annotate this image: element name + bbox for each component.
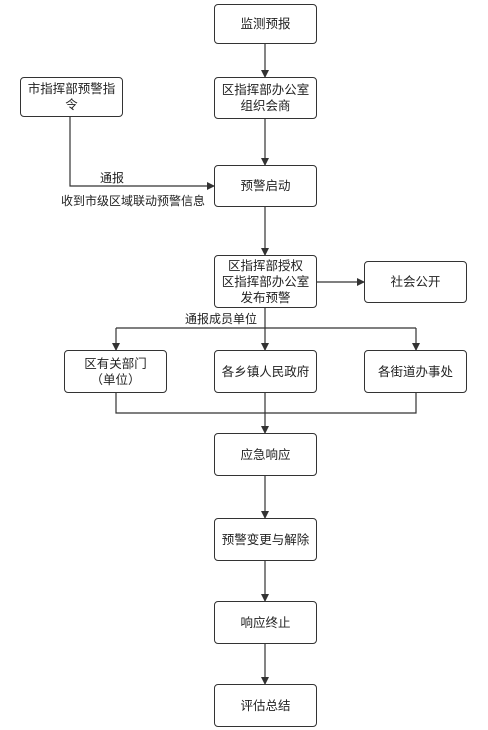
label-receive-city: 收到市级区域联动预警信息 <box>61 194 206 208</box>
node-warning-start: 预警启动 <box>214 165 317 207</box>
node-label: 应急响应 <box>240 446 291 462</box>
node-label: 社会公开 <box>390 274 441 289</box>
node-label: 区指挥部授权 区指挥部办公室 发布预警 <box>221 257 310 305</box>
node-district-publish: 区指挥部授权 区指挥部办公室 发布预警 <box>214 255 317 308</box>
node-street-offices: 各街道办事处 <box>364 350 467 393</box>
node-emergency-response: 应急响应 <box>214 433 317 476</box>
node-label: 市指挥部预警指 令 <box>27 81 116 112</box>
node-label: 监测预报 <box>240 16 291 31</box>
node-label: 区有关部门 （单位） <box>84 355 147 387</box>
node-city-command: 市指挥部预警指 令 <box>20 77 123 117</box>
label-notify: 通报 <box>100 171 125 185</box>
node-label: 预警变更与解除 <box>221 531 310 547</box>
node-response-end: 响应终止 <box>214 601 317 644</box>
merge-left <box>115 393 265 414</box>
node-warning-change: 预警变更与解除 <box>214 518 317 561</box>
node-district-departments: 区有关部门 （单位） <box>64 350 167 393</box>
node-label: 评估总结 <box>240 697 291 713</box>
node-evaluation: 评估总结 <box>214 684 317 727</box>
node-label: 各乡镇人民政府 <box>221 363 310 379</box>
node-town-governments: 各乡镇人民政府 <box>214 350 317 393</box>
label-notify-members: 通报成员单位 <box>185 312 258 326</box>
node-label: 各街道办事处 <box>377 363 453 379</box>
node-public: 社会公开 <box>364 261 467 303</box>
node-monitor: 监测预报 <box>214 4 317 44</box>
merge-right <box>265 393 417 414</box>
node-label: 区指挥部办公室 组织会商 <box>221 82 310 113</box>
node-label: 响应终止 <box>240 614 291 630</box>
node-district-office-meeting: 区指挥部办公室 组织会商 <box>214 77 317 119</box>
edge-city-to-start <box>69 117 215 190</box>
node-label: 预警启动 <box>240 178 291 193</box>
